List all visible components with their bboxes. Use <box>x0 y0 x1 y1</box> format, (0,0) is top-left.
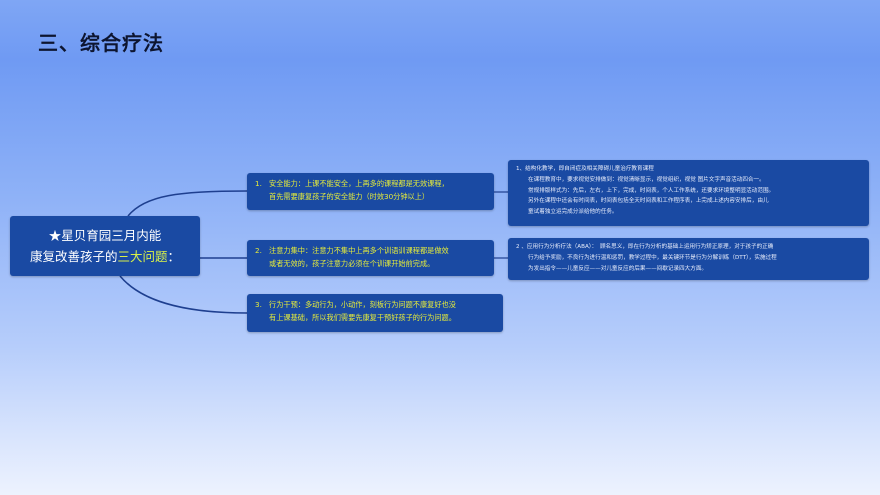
branch-node-safety[interactable]: 1. 安全能力：上课不能安全，上再多的课程都是无效课程， 首先需要康复孩子的安全能… <box>247 173 494 210</box>
detail-line: 童试着独立运完成分派给他的任务。 <box>528 209 618 216</box>
branch-text: 行为干预：多动行为，小动作，刻板行为问题不康复好也没 <box>269 300 456 309</box>
branch-node-attention[interactable]: 2. 注意力集中：注意力不集中上再多个训语训课程都是做效 或者无效的，孩子注意力必… <box>247 240 494 276</box>
detail-line: 在课程教育中，要求视觉安排做到：视觉清晰显示，视觉组织，视觉 图片文字声音活动四… <box>528 176 765 183</box>
connector-root-to-branch-1 <box>127 190 248 217</box>
detail-line: 2 、应用行为分析疗法（ABA）： 顾名思义，即在行为分析的基础上运用行为矫正原… <box>516 244 774 250</box>
root-line-1: ★星贝育园三月内能 <box>48 228 162 243</box>
branch-text: 安全能力：上课不能安全，上再多的课程都是无效课程， <box>269 179 449 188</box>
root-highlight-three-problems: 三大问题 <box>117 249 168 264</box>
branch-number: 1. <box>255 179 262 188</box>
detail-line: 1、结构化教学，即自闭症及相关障碍儿童治疗教育课程 <box>516 166 654 172</box>
branch-line-2: 有上课基础，所以我们需要先康复干预好孩子的行为问题。 <box>269 313 456 322</box>
detail-line: 行为给予奖励，不良行为进行温和惩罚，教学过程中，最关键环节是行为分解训练（DTT… <box>528 254 777 261</box>
branch-number: 2. <box>255 246 262 255</box>
detail-node-aba-therapy[interactable]: 2 、应用行为分析疗法（ABA）： 顾名思义，即在行为分析的基础上运用行为矫正原… <box>508 238 869 280</box>
branch-line-1: 2. 注意力集中：注意力不集中上再多个训语训课程都是做效 <box>255 244 486 257</box>
detail-line: 常规排版样式为：先后，左右，上下，完成，时间表，个人工作系统，还要求环境整明显活… <box>528 187 775 194</box>
detail-line: 为发出指令——儿童反应——对儿童反应的后果——间歇记录四大方面。 <box>528 265 708 272</box>
branch-node-behavior[interactable]: 3. 行为干预：多动行为，小动作，刻板行为问题不康复好也没 有上课基础，所以我们需… <box>247 294 503 332</box>
branch-text: 注意力集中：注意力不集中上再多个训语训课程都是做效 <box>269 246 449 255</box>
connector-root-to-branch-3 <box>119 275 248 314</box>
branch-line-2: 或者无效的，孩子注意力必须在个训课开始前完成。 <box>269 259 435 268</box>
detail-node-structured-teaching[interactable]: 1、结构化教学，即自闭症及相关障碍儿童治疗教育课程 在课程教育中，要求视觉安排做… <box>508 160 869 226</box>
root-line-2: 康复改善孩子的三大问题： <box>10 246 200 267</box>
mindmap-root-node[interactable]: ★星贝育园三月内能 康复改善孩子的三大问题： <box>10 216 200 276</box>
branch-line-1: 3. 行为干预：多动行为，小动作，刻板行为问题不康复好也没 <box>255 298 495 311</box>
detail-line: 另外在课程中还会有时间表，时间表包括全天时间表和工作程序表，上完成上述内容安排后… <box>528 198 769 205</box>
branch-line-2: 首先需要康复孩子的安全能力（时效30分钟以上） <box>269 192 430 201</box>
page-title: 三、综合疗法 <box>38 31 164 55</box>
root-line-2-suffix: ： <box>167 249 181 264</box>
branch-line-1: 1. 安全能力：上课不能安全，上再多的课程都是无效课程， <box>255 177 486 190</box>
root-line-2-prefix: 康复改善孩子的 <box>29 249 118 264</box>
branch-number: 3. <box>255 300 262 309</box>
